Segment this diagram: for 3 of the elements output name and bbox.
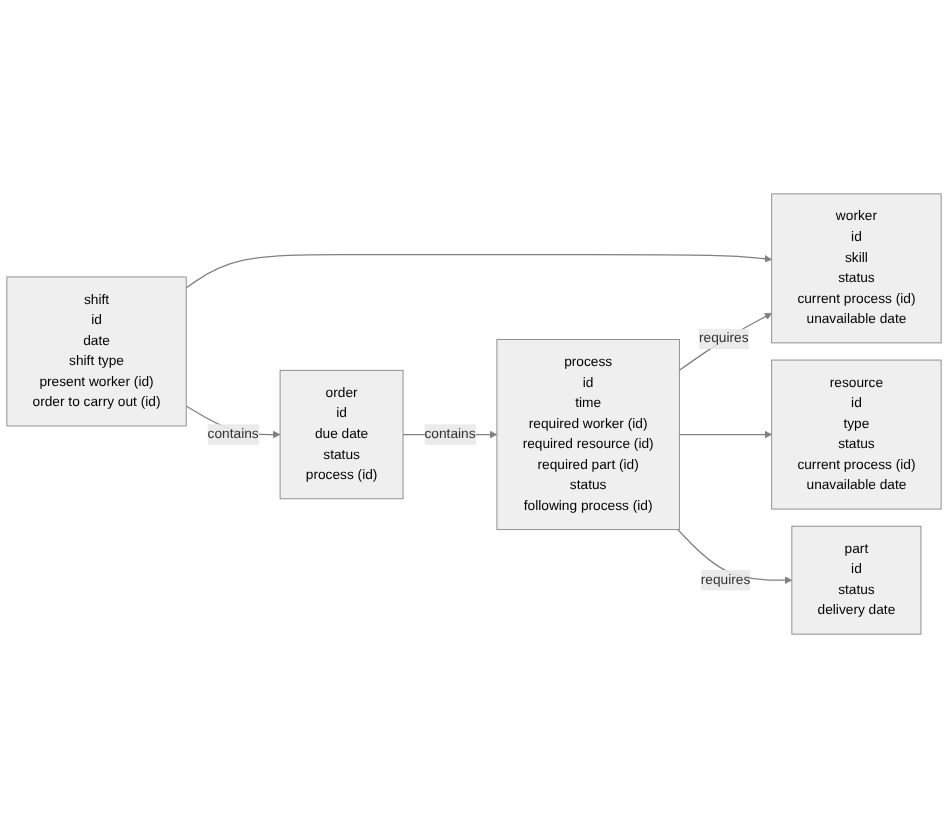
arrow <box>678 312 773 371</box>
arrow <box>678 430 773 439</box>
arrow <box>185 254 773 289</box>
